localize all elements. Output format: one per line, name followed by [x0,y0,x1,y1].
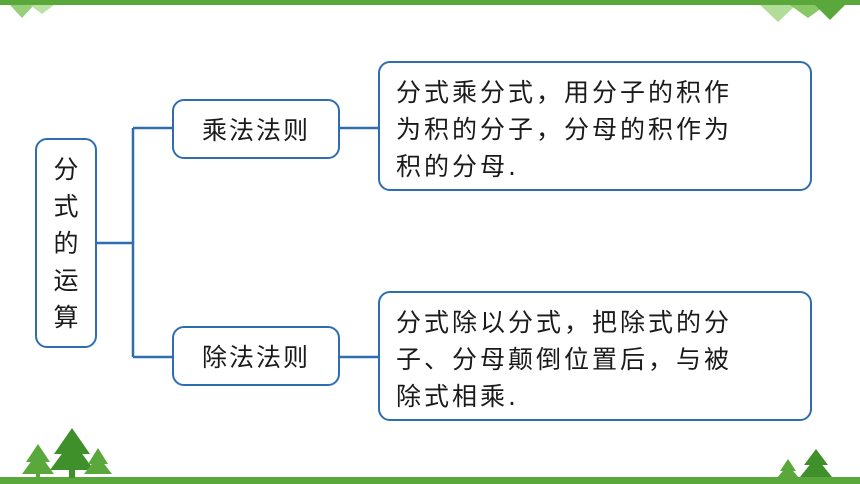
root-char: 分 [53,154,79,184]
root-char: 式 [53,191,79,221]
multiplication-rule-description: 分式乘分式，用分子的积作 为积的分子，分母的积作为 积的分母. [378,61,812,191]
root-char: 的 [53,228,79,258]
description-line: 为积的分子，分母的积作为 [396,115,733,144]
description-line: 分式除以分式，把除式的分 [396,308,733,337]
description-line: 子、分母颠倒位置后，与被 [396,345,733,374]
root-char: 算 [53,302,79,332]
pine-trees-icon [22,428,112,478]
chevron-pattern-icon [10,5,845,22]
division-rule-description: 分式除以分式，把除式的分 子、分母颠倒位置后，与被 除式相乘. [378,291,812,421]
root-char: 运 [53,265,79,295]
pine-trees-icon [776,449,832,479]
root-node: 分 式 的 运 算 [35,138,97,348]
division-rule-label: 除法法则 [201,343,310,372]
multiplication-rule-node: 乘法法则 [172,99,340,159]
multiplication-rule-label: 乘法法则 [201,116,310,145]
description-line: 除式相乘. [396,382,519,411]
division-rule-node: 除法法则 [172,326,340,386]
description-line: 积的分母. [396,152,519,181]
bottom-accent-bar [0,477,860,484]
top-accent-bar [0,0,860,5]
description-line: 分式乘分式，用分子的积作 [396,78,733,107]
